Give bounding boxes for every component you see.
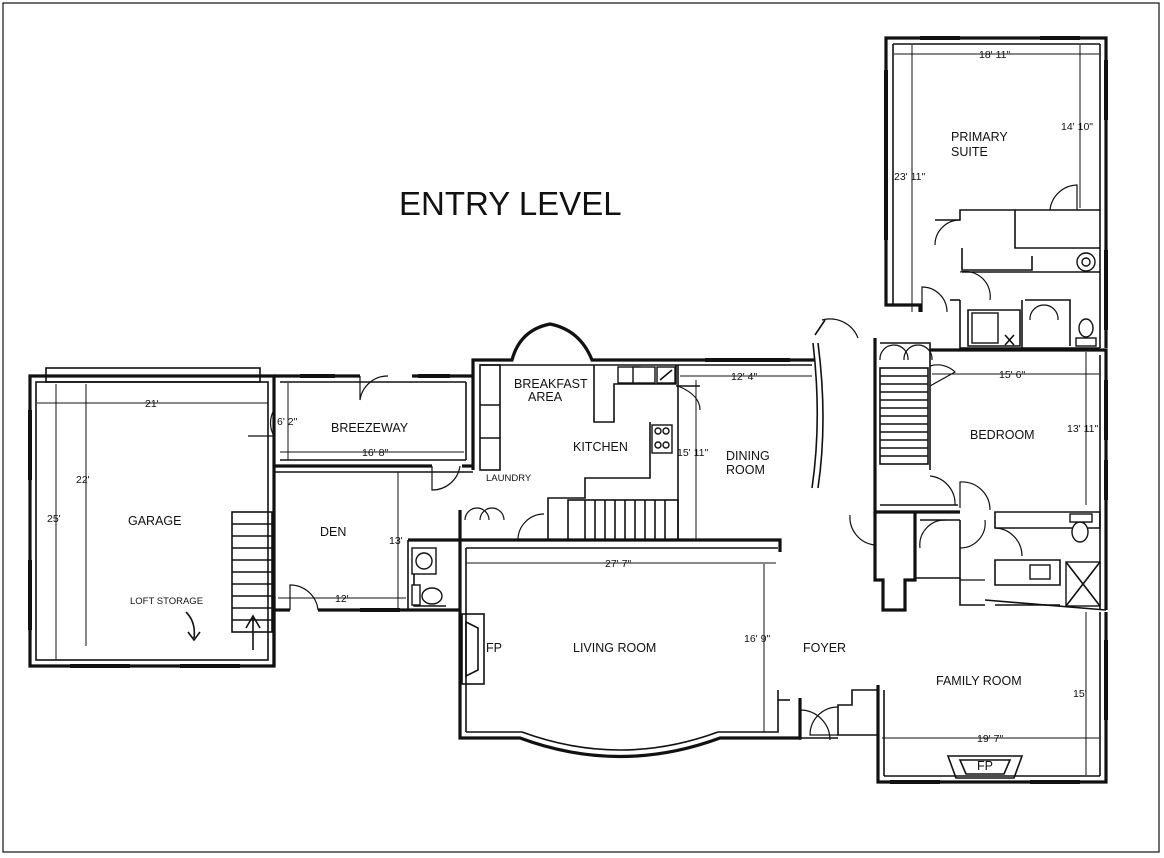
dim-dining-width: 12' 4"	[731, 371, 757, 383]
label-family-room: FAMILY ROOM	[936, 674, 1022, 688]
kitchen-dining	[458, 322, 815, 541]
label-den: DEN	[320, 525, 346, 539]
living-room	[458, 538, 802, 759]
label-breezeway: BREEZEWAY	[331, 421, 409, 435]
curved-arrow-icon	[185, 611, 201, 642]
label-breakfast-1: BREAKFAST	[514, 377, 588, 391]
up-arrow-icon	[245, 614, 261, 650]
dim-breezeway-length: 16' 8"	[362, 447, 388, 459]
label-primary-1: PRIMARY	[951, 130, 1008, 144]
stairs-garage	[231, 511, 273, 633]
dim-den-width: 12'	[335, 593, 349, 605]
dim-living-depth: 16' 9"	[744, 633, 770, 645]
dim-family-depth: 15'	[1073, 688, 1087, 700]
family-room	[809, 612, 1108, 784]
dim-primary-depth: 14' 10"	[1061, 121, 1093, 133]
dim-den-depth: 13'	[389, 535, 403, 547]
foyer	[799, 318, 859, 741]
dim-primary-width: 18' 11"	[979, 49, 1011, 61]
breezeway-area	[248, 374, 473, 491]
dim-garage-inner: 22'	[76, 474, 90, 486]
dim-garage-depth: 25'	[47, 513, 61, 525]
label-breakfast-2: AREA	[528, 390, 563, 404]
label-garage: GARAGE	[128, 514, 182, 528]
label-primary-2: SUITE	[951, 145, 988, 159]
dim-dining-depth: 15' 11"	[677, 447, 709, 459]
label-loft-storage: LOFT STORAGE	[130, 596, 203, 607]
dim-breezeway-depth: 6' 2"	[277, 416, 298, 428]
label-living-room: LIVING ROOM	[573, 641, 656, 655]
dim-bedroom-width: 15' 6"	[999, 369, 1025, 381]
den-area	[272, 471, 473, 666]
dim-bedroom-depth: 13' 11"	[1067, 423, 1099, 435]
dim-family-width: 19' 7"	[977, 733, 1003, 745]
hall-bath	[849, 511, 1107, 612]
label-fp-family: FP	[977, 759, 993, 773]
dim-primary-length: 23' 11"	[894, 171, 926, 183]
primary-suite	[884, 36, 1108, 349]
label-kitchen: KITCHEN	[573, 440, 628, 454]
plan-title: ENTRY LEVEL	[399, 185, 622, 222]
label-foyer: FOYER	[803, 641, 846, 655]
label-dining-1: DINING	[726, 449, 770, 463]
dim-garage-width: 21'	[145, 398, 159, 410]
label-bedroom: BEDROOM	[970, 428, 1035, 442]
label-laundry: LAUNDRY	[486, 473, 532, 484]
dim-living-width: 27' 7"	[605, 558, 631, 570]
label-fp-living: FP	[486, 641, 502, 655]
label-dining-2: ROOM	[726, 463, 765, 477]
stairs-bedroom	[879, 367, 929, 465]
